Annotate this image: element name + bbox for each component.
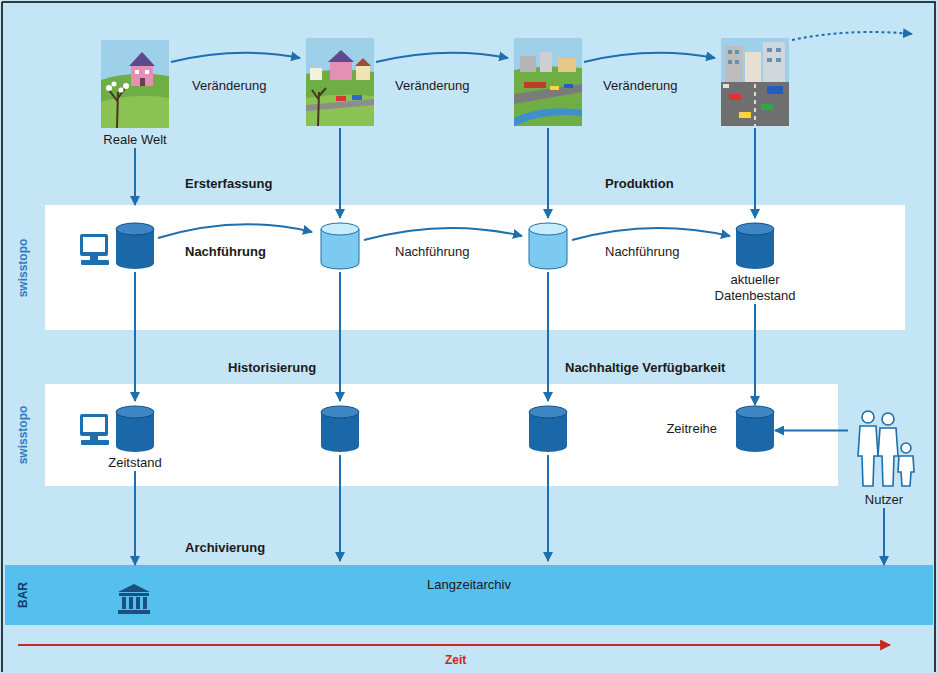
- flow-arrow: [134, 471, 136, 565]
- flow-label: Ersterfassung: [185, 176, 272, 192]
- real-world-picture: Reale Welt: [95, 40, 175, 148]
- flow-arrow: [134, 148, 136, 205]
- side-label-holder: BAR: [11, 565, 35, 625]
- node-text: Nutzer: [848, 492, 920, 508]
- side-label: swisstopo: [16, 238, 30, 297]
- node-text: Reale Welt: [95, 132, 175, 148]
- node-text: aktueller Datenbestand: [705, 272, 805, 304]
- side-label: swisstopo: [16, 406, 30, 465]
- flow-label: Nachführung: [185, 244, 266, 260]
- node-text: Zeitstand: [85, 455, 185, 471]
- flow-arrow: [883, 508, 885, 565]
- database-cylinder: Zeitreihe: [585, 405, 775, 453]
- database-cylinder: Zeitstand: [85, 405, 185, 471]
- flow-label: Nachhaltige Verfügbarkeit: [565, 360, 725, 376]
- flow-label: Veränderung: [192, 78, 266, 94]
- flow-label: Zeit: [445, 652, 466, 668]
- flow-label: Veränderung: [603, 78, 677, 94]
- flow-label: Produktion: [605, 176, 674, 192]
- node-icon: [101, 40, 169, 128]
- production-band: swisstopoaktueller Datenbestand: [45, 205, 905, 330]
- flow-arrow: [775, 430, 848, 432]
- flow-label: Nachführung: [395, 244, 469, 260]
- side-label-holder: swisstopo: [11, 205, 35, 330]
- node-text: Zeitreihe: [666, 421, 717, 437]
- node-icon: [852, 408, 916, 490]
- node-icon: [735, 222, 775, 270]
- node-icon: [735, 405, 775, 453]
- archive-band: BARLangzeitarchiv: [5, 565, 933, 625]
- flow-label: Nachführung: [605, 244, 679, 260]
- user-figure: Nutzer: [848, 408, 920, 508]
- flow-label: Veränderung: [395, 78, 469, 94]
- database-cylinder: aktueller Datenbestand: [705, 222, 805, 304]
- flow-arrow: [754, 304, 756, 405]
- history-band: swisstopoZeitstandZeitreihe: [45, 384, 838, 486]
- side-label-holder: swisstopo: [11, 384, 35, 486]
- flow-label: Historisierung: [228, 360, 316, 376]
- side-label: BAR: [16, 582, 30, 608]
- node-icon: [115, 405, 155, 453]
- node-text: Langzeitarchiv: [5, 577, 933, 593]
- flow-label: Archivierung: [185, 540, 265, 556]
